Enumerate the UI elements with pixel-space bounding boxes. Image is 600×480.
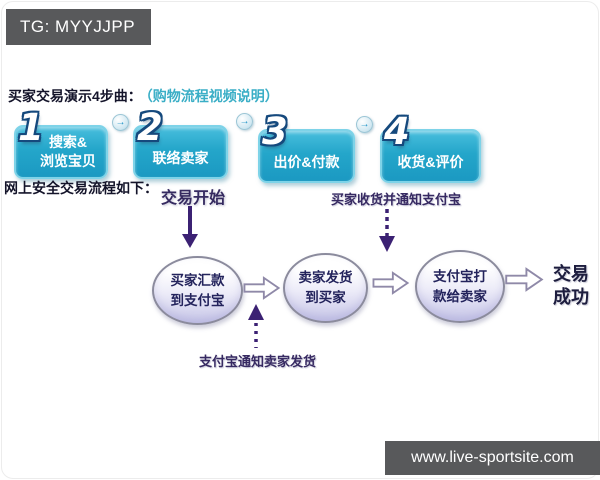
flow-node-label: 买家汇款 到支付宝 (170, 272, 225, 308)
step-label-1: 搜索& 浏览宝贝 (40, 134, 96, 169)
flow-node-seller-ships: 卖家发货 到买家 (283, 253, 368, 323)
intro-line: 买家交易演示4步曲：（购物流程视频说明） (8, 86, 279, 106)
step-number-3: 3 (262, 110, 288, 153)
transaction-start-label: 交易开始 (160, 190, 225, 207)
flow-node-alipay-pays-seller: 支付宝打 款给卖家 (415, 250, 505, 323)
intro-title: 买家交易演示4步曲： (8, 88, 142, 104)
arrow-glyph: → (359, 119, 370, 130)
step-box-4: 4 收货&评价 (380, 113, 481, 183)
alipay-notify-seller-annotation: 支付宝通知卖家发货 (198, 354, 316, 369)
website-watermark-bar: www.live-sportsite.com (385, 441, 600, 475)
flow-node-label: 支付宝打 款给卖家 (433, 268, 487, 304)
step-arrow-icon-3: → (356, 116, 373, 133)
arrow-glyph: → (115, 117, 126, 128)
flow-right-arrow-icon-1 (243, 276, 281, 300)
step-label-2: 联络卖家 (152, 149, 209, 166)
step-box-1: 1 搜索& 浏览宝贝 (14, 109, 108, 179)
flow-node-buyer-pays: 买家汇款 到支付宝 (152, 256, 243, 325)
flow-right-arrow-icon-2 (372, 271, 410, 295)
step-box-3: 3 出价&付款 (258, 113, 355, 183)
step-number-4: 4 (384, 110, 410, 153)
website-url-text: www.live-sportsite.com (411, 449, 574, 466)
video-guide-link[interactable]: （购物流程视频说明） (145, 88, 279, 104)
arrow-glyph: → (239, 116, 250, 127)
telegram-handle-text: TG: MYYJJPP (20, 17, 136, 36)
step-arrow-icon-2: → (236, 113, 253, 130)
down-arrow-icon (180, 205, 200, 249)
step-box-2: 2 联络卖家 (133, 109, 228, 179)
transaction-success-label: 交易 成功 (553, 264, 589, 308)
step-label-3: 出价&付款 (273, 153, 340, 170)
dashed-down-arrow-icon (377, 207, 397, 253)
buyer-notify-alipay-annotation: 买家收货并通知支付宝 (330, 192, 461, 207)
step-label-4: 收货&评价 (397, 153, 464, 170)
dashed-up-arrow-icon (246, 303, 266, 350)
flow-node-label: 卖家发货 到买家 (298, 270, 353, 305)
step-number-2: 2 (137, 106, 163, 149)
flow-heading: 网上安全交易流程如下： (4, 180, 158, 196)
step-number-1: 1 (18, 106, 44, 149)
telegram-watermark-badge: TG: MYYJJPP (6, 9, 151, 45)
flow-right-arrow-icon-3 (505, 267, 544, 292)
step-arrow-icon-1: → (112, 114, 129, 131)
